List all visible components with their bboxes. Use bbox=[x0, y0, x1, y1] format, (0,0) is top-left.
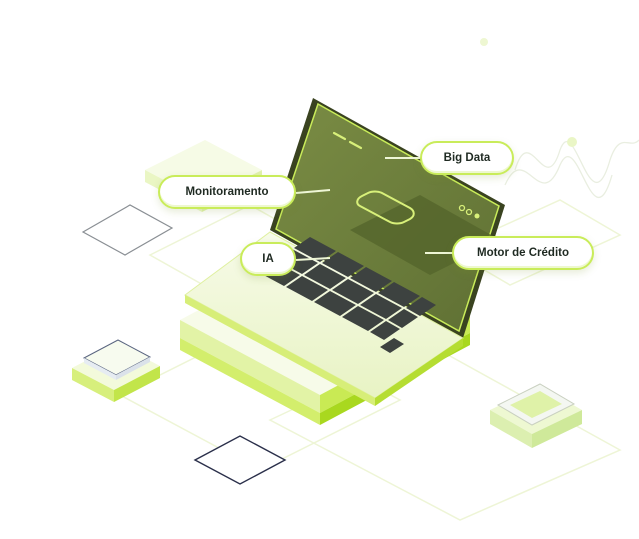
label-monitoramento: Monitoramento bbox=[158, 175, 296, 209]
label-motor-de-credito: Motor de Crédito bbox=[452, 236, 594, 270]
decor-dot bbox=[567, 137, 577, 147]
wave-lines-decoration bbox=[504, 139, 639, 198]
screen-search-bar bbox=[356, 190, 415, 225]
rhombus-outline-bottom bbox=[193, 435, 287, 485]
platform-bottom-right bbox=[490, 383, 582, 448]
decor-dot bbox=[480, 38, 488, 46]
label-ia: IA bbox=[240, 242, 296, 276]
platform-bottom-left bbox=[72, 339, 160, 402]
callout-connectors bbox=[295, 157, 455, 261]
label-big-data: Big Data bbox=[420, 141, 514, 175]
rhombus-outline-left bbox=[81, 204, 174, 256]
